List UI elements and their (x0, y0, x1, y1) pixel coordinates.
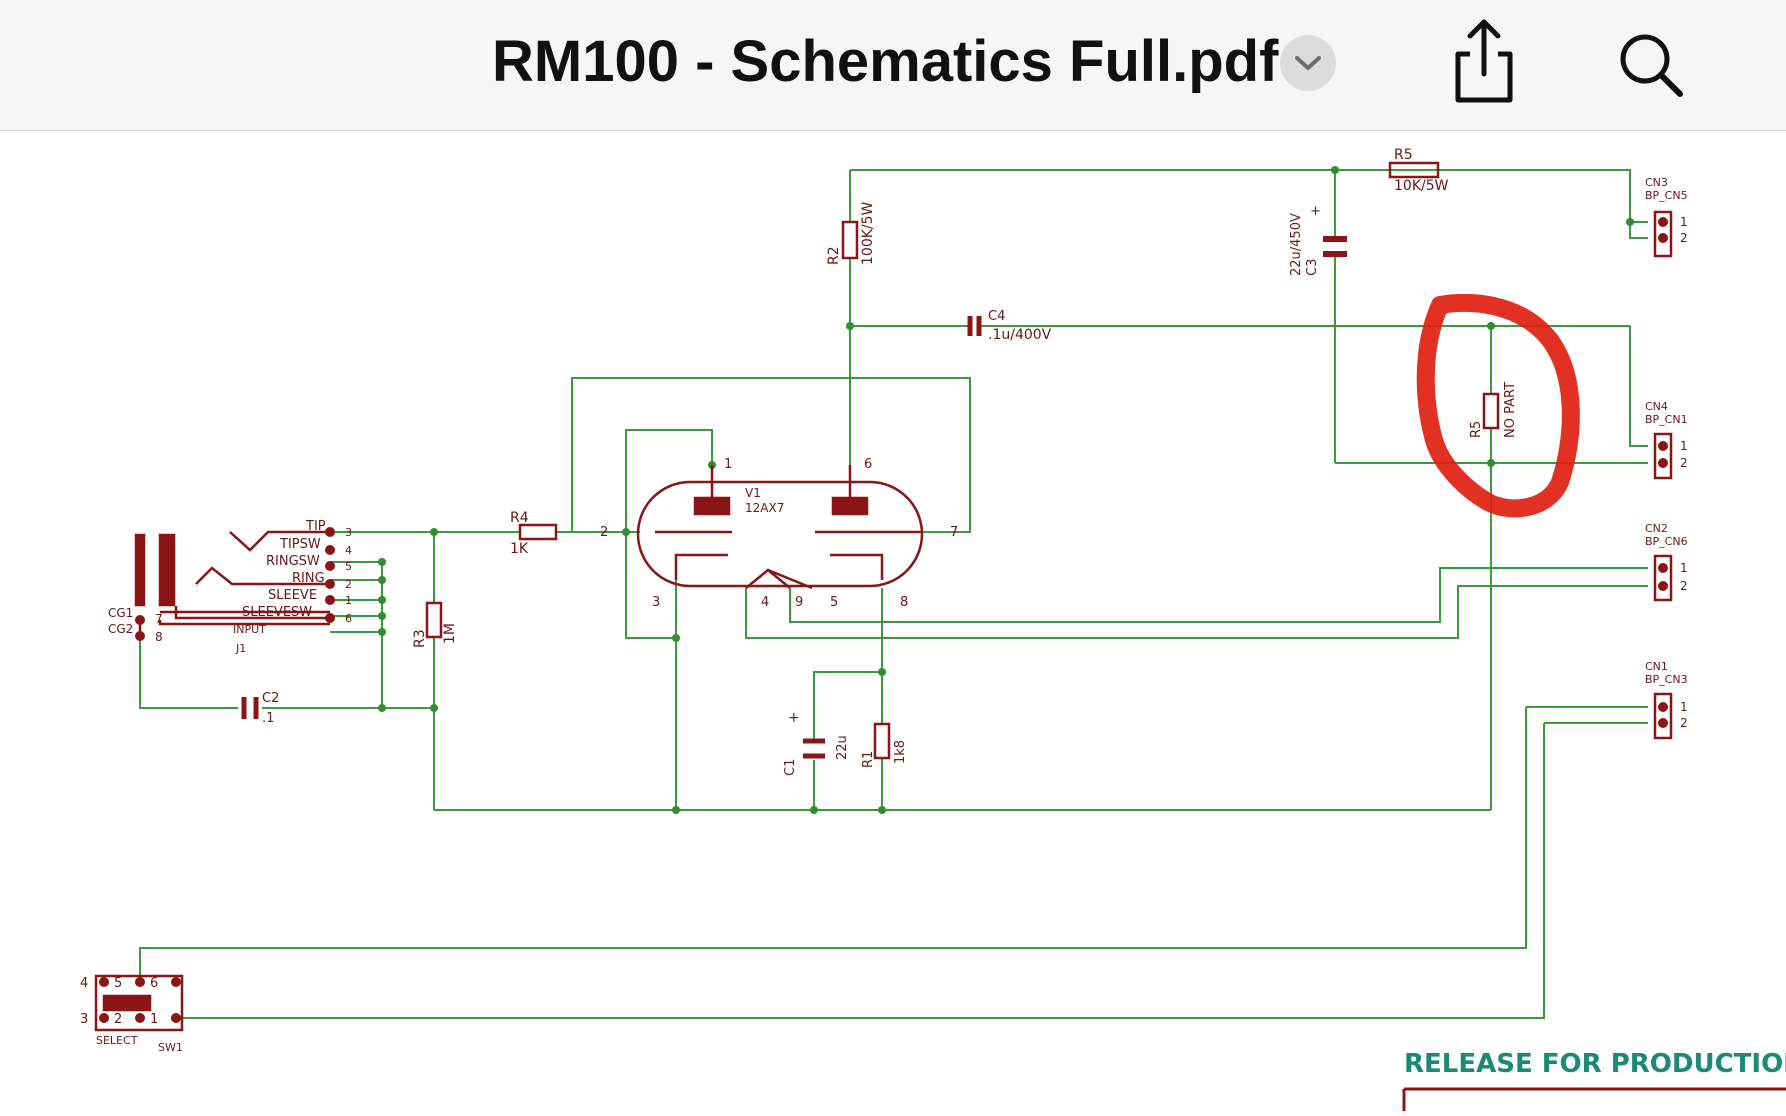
cn2-type: BP_CN6 (1645, 535, 1688, 548)
v1-pin-2: 2 (600, 525, 608, 540)
r5-top-ref: R5 (1394, 147, 1413, 163)
pdf-page-canvas[interactable]: R5 10K/5W CN3 BP_CN5 1 2 + 22u/450V C3 R… (0, 131, 1786, 1111)
c3-value: 22u/450V (1289, 213, 1304, 276)
j1-name: INPUT (233, 623, 266, 636)
wires (139, 169, 1648, 1019)
j1-cg1: CG1 (108, 606, 133, 620)
v1-pin-1: 1 (724, 457, 732, 472)
component-labels: R5 10K/5W CN3 BP_CN5 1 2 + 22u/450V C3 R… (80, 147, 1688, 1054)
cn1-type: BP_CN3 (1645, 673, 1688, 686)
j1-label-sleevesw: SLEEVESW (242, 605, 312, 620)
red-circle-annotation (1416, 294, 1580, 518)
chevron-down-icon (1295, 56, 1321, 70)
r2-value: 100K/5W (860, 201, 876, 265)
r4-ref: R4 (510, 510, 529, 526)
cn2-ref: CN2 (1645, 522, 1668, 535)
c3-plus: + (1310, 204, 1321, 219)
document-title[interactable]: RM100 - Schematics Full.pdf (492, 29, 1279, 94)
j1-pin-4: 4 (345, 544, 352, 557)
v1-pin-9: 9 (795, 595, 803, 610)
cn1-ref: CN1 (1645, 660, 1668, 673)
cn1-pin-1: 1 (1680, 700, 1688, 714)
share-button[interactable] (1448, 16, 1520, 106)
r3-value: 1M (442, 623, 458, 644)
v1-pin-3: 3 (652, 595, 660, 610)
v1-pin-5: 5 (830, 595, 838, 610)
sw1-pin-3: 3 (80, 1012, 88, 1027)
j1-cg-pin-8: 8 (155, 630, 163, 644)
title-dropdown-button[interactable] (1280, 35, 1336, 91)
r5-top-value: 10K/5W (1394, 178, 1449, 194)
j1-cg2: CG2 (108, 622, 133, 636)
cn3-pin-2: 2 (1680, 231, 1688, 245)
cn1-pin-2: 2 (1680, 716, 1688, 730)
sw1-pin-2: 2 (114, 1012, 122, 1027)
v1-ref: V1 (745, 486, 761, 500)
j1-ref: J1 (235, 642, 246, 655)
j1-label-ring: RING (292, 571, 325, 586)
v1-pin-4: 4 (761, 595, 769, 610)
v1-value: 12AX7 (745, 501, 784, 515)
release-stamp-text: RELEASE FOR PRODUCTION SAM (1404, 1049, 1786, 1079)
c1-plus: + (788, 710, 800, 726)
search-icon (1620, 34, 1683, 97)
r4-value: 1K (510, 541, 529, 557)
cn4-type: BP_CN1 (1645, 413, 1688, 426)
schematic-drawing: R5 10K/5W CN3 BP_CN5 1 2 + 22u/450V C3 R… (80, 147, 1786, 1111)
r1-value: 1k8 (893, 740, 908, 764)
c4-value: .1u/400V (988, 327, 1052, 343)
c2-ref: C2 (262, 691, 279, 706)
j1-label-ringsw: RINGSW (266, 554, 320, 569)
j1-label-sleeve: SLEEVE (268, 588, 317, 603)
cn2-pin-2: 2 (1680, 579, 1688, 593)
c1-value: 22u (835, 735, 850, 760)
r1-ref: R1 (861, 751, 876, 768)
v1-pin-7: 7 (950, 525, 958, 540)
r5-nc-value: NO PART (1503, 382, 1518, 438)
cn4-pin-1: 1 (1680, 439, 1688, 453)
junction-dots (378, 166, 1634, 814)
r3-ref: R3 (412, 629, 428, 648)
cn3-pin-1: 1 (1680, 215, 1688, 229)
components (94, 161, 1673, 1032)
share-icon (1455, 19, 1513, 103)
sw1-pin-1: 1 (150, 1012, 158, 1027)
document-header: RM100 - Schematics Full.pdf (0, 0, 1786, 131)
sw1-pin-4: 4 (80, 976, 88, 991)
sw1-pin-6: 6 (150, 976, 158, 991)
connector-pins (99, 217, 1668, 1023)
sw1-name: SELECT (96, 1034, 138, 1047)
sw1-pin-5: 5 (114, 976, 122, 991)
c4-ref: C4 (988, 309, 1005, 324)
sw1-ref: SW1 (158, 1041, 183, 1054)
v1-pin-6: 6 (864, 457, 872, 472)
r2-ref: R2 (826, 246, 842, 265)
cn3-type: BP_CN5 (1645, 189, 1688, 202)
cn4-ref: CN4 (1645, 400, 1668, 413)
j1-pin-1: 1 (345, 594, 352, 607)
r5-nc-ref: R5 (1469, 421, 1484, 438)
j1-label-tipsw: TIPSW (279, 537, 321, 552)
j1-pin-6: 6 (345, 612, 352, 625)
j1-pin-5: 5 (345, 560, 352, 573)
j1-pin-3: 3 (345, 526, 352, 539)
cn4-pin-2: 2 (1680, 456, 1688, 470)
cn3-ref: CN3 (1645, 176, 1668, 189)
search-button[interactable] (1616, 30, 1686, 100)
v1-pin-8: 8 (900, 595, 908, 610)
cn2-pin-1: 1 (1680, 561, 1688, 575)
j1-pin-2: 2 (345, 578, 352, 591)
j1-label-tip: TIP (305, 519, 326, 534)
c3-ref: C3 (1305, 259, 1320, 276)
j1-cg-pin-7: 7 (155, 612, 163, 626)
c2-value: .1 (262, 711, 274, 726)
c1-ref: C1 (783, 759, 798, 776)
